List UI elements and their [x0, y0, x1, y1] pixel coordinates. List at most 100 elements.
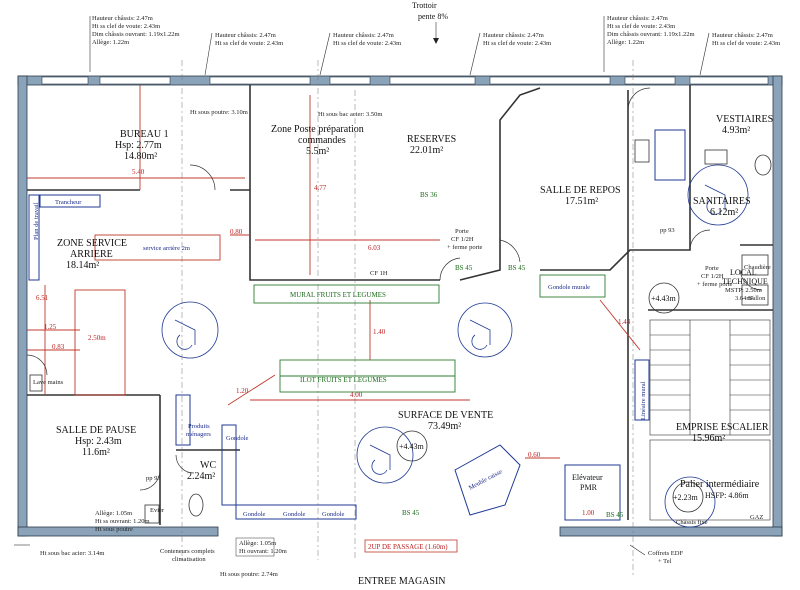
centre-lines — [181, 60, 634, 575]
dim-080: 0.80 — [230, 228, 243, 236]
bottom-notes: Allège: 1.05m Ht ss ouvrant: 1.20m Ht so… — [14, 510, 683, 587]
passage-label: 2UP DE PASSAGE (1.60m) — [368, 543, 448, 551]
trottoir-label: Trottoir — [412, 1, 437, 10]
bs36-label: BS 36 — [420, 191, 438, 199]
chassis-fixe-label: Châssis fixe — [676, 519, 708, 526]
window-note-1b: Ht ss clef de voute: 2.43m — [92, 23, 160, 30]
lave-mains-label: Lave mains — [33, 379, 64, 386]
dim-140: 1.40 — [373, 328, 386, 336]
window-openings — [41, 76, 769, 85]
local-tech-name-1: LOCAL — [730, 268, 757, 277]
coffret-label-1: Coffrets EDF — [648, 550, 683, 557]
ht-bac-bottom: Ht sous bac acier: 3.14m — [40, 550, 104, 557]
local-tech-area: 3.64m² — [735, 295, 753, 302]
gaz-label: GAZ — [750, 514, 763, 521]
pp93-label-2: pp 93 — [146, 475, 161, 482]
mural-shelf — [253, 284, 440, 304]
local-tech-msp: MSTP: 2.50m — [725, 287, 762, 294]
produits-label-2: ménagers — [186, 431, 211, 438]
zone-poste-name-1: Zone Poste préparation — [271, 124, 364, 135]
salle-pause-area: 11.6m² — [82, 447, 110, 458]
window-note-5b: Ht ss clef de voute: 2.43m — [607, 23, 675, 30]
gondole-label-3: Gondole — [322, 511, 345, 518]
porte-cf-2: CF 1/2H — [451, 236, 474, 243]
mural-fruits-label: MURAL FRUITS ET LEGUMES — [290, 291, 386, 299]
surface-vente-area: 73.49m² — [428, 421, 461, 432]
bs45-label-3: BS 45 — [402, 509, 420, 517]
dim-651: 6.51 — [36, 294, 49, 302]
vestiaires-area: 4.93m² — [722, 125, 750, 136]
zone-service-name-1: ZONE SERVICE — [57, 238, 127, 249]
window-note-3b: Ht ss clef de voute: 2.43m — [333, 40, 401, 47]
level-marker-1: +4.43m — [399, 442, 425, 451]
gondole-label-2: Gondole — [283, 511, 306, 518]
bureau-area: 14.80m² — [124, 151, 157, 162]
dim-060: 0.60 — [528, 451, 541, 459]
bureau-name: BUREAU 1 — [120, 129, 169, 140]
wheelchair-icons — [174, 184, 726, 475]
interior-walls — [27, 85, 773, 525]
reserves-name: RESERVES — [407, 134, 456, 145]
gondole-label-4: Gondole — [226, 435, 249, 442]
elevateur-label-1: Elévateur — [572, 473, 603, 482]
ilot-fruits-label: ILOT FRUITS ET LEGUMES — [300, 376, 387, 384]
window-note-5d: Allège: 1.22m — [607, 39, 644, 46]
gondole-label-1: Gondole — [243, 511, 266, 518]
top-notes: Trottoir pente 8% Hauteur châssis: 2.47m… — [89, 1, 780, 76]
bs45-label-1: BS 45 — [455, 264, 473, 272]
allege-bottom-mid-2: Ht ouvrant: 1.20m — [239, 548, 287, 555]
bs45-label-2: BS 45 — [508, 264, 526, 272]
palier-name: Palier intermédiaire — [680, 479, 760, 490]
doors — [26, 87, 763, 491]
wc-name: WC — [200, 460, 216, 471]
porte-cf2-3: + ferme porte — [697, 281, 733, 288]
produits-label-1: Produits — [188, 423, 210, 430]
surface-vente-name: SURFACE DE VENTE — [398, 410, 493, 421]
entree-magasin-label: ENTREE MAGASIN — [358, 576, 446, 587]
coffret-label-2: + Tel — [658, 558, 672, 565]
gondole-murale-label: Gondole murale — [548, 284, 590, 291]
window-note-1d: Allège: 1.22m — [92, 39, 129, 46]
salle-repos-area: 17.51m² — [565, 196, 598, 207]
dim-144: 1.44 — [618, 318, 631, 326]
dim-120: 1.20 — [236, 387, 249, 395]
allege-bottom-left-3: Ht sous poutre — [95, 526, 133, 533]
chaudiere-label: Chaudière — [744, 264, 771, 271]
window-note-6a: Hauteur châssis: 2.47m — [712, 32, 773, 39]
service-arriere-label: service arrière 2m — [143, 245, 190, 252]
sanitary-fixtures — [29, 139, 772, 524]
dim-540: 5.40 — [132, 168, 145, 176]
window-note-2b: Ht ss clef de voute: 2.43m — [215, 40, 283, 47]
dim-400: 4.00 — [350, 391, 363, 399]
pente-label: pente 8% — [418, 12, 448, 21]
window-note-5c: Dim châssis ouvrant: 1.19x1.22m — [607, 31, 695, 38]
reserves-area: 22.01m² — [410, 145, 443, 156]
allege-bottom-left-1: Allège: 1.05m — [95, 510, 132, 517]
trancheur-label: Trancheur — [55, 199, 82, 206]
window-note-3a: Hauteur châssis: 2.47m — [333, 32, 394, 39]
dim-250: 2.50m — [88, 334, 106, 342]
zone-poste-area: 5.5m² — [306, 146, 329, 157]
lineaire-label: Linéaire mural — [640, 381, 647, 420]
sanitaires-name: SANITAIRES — [693, 196, 751, 207]
dimension-lines — [27, 85, 641, 459]
window-note-6b: Ht ss clef de voute: 2.43m — [712, 40, 780, 47]
plan-travail-label: Plan de travail — [33, 202, 40, 240]
elevateur-label-2: PMR — [580, 483, 598, 492]
conteneurs-1: Conteneurs complets — [160, 548, 215, 555]
salle-repos-name: SALLE DE REPOS — [540, 185, 621, 196]
zone-service-area: 18.14m² — [66, 260, 99, 271]
dim-603: 6.03 — [368, 244, 381, 252]
misc-annotations: Ht sous poutre: 3.10m Ht sous bac acier:… — [33, 109, 771, 526]
window-note-2a: Hauteur châssis: 2.47m — [215, 32, 276, 39]
ballon-label: Ballon — [748, 295, 766, 302]
gondole-murale-box — [539, 274, 606, 298]
porte-cf-1: Porte — [455, 228, 469, 235]
ht-bac-acier-top: Ht sous bac acier: 3.50m — [318, 111, 382, 118]
window-note-1a: Hauteur châssis: 2.47m — [92, 15, 153, 22]
wheelchair-circles — [161, 164, 749, 528]
room-labels: BUREAU 1 Hsp: 2.77m 14.80m² Zone Poste p… — [56, 114, 773, 500]
level-marker-2: +4.43m — [651, 294, 677, 303]
window-note-1c: Dim châssis ouvrant: 1.19x1.22m — [92, 31, 180, 38]
